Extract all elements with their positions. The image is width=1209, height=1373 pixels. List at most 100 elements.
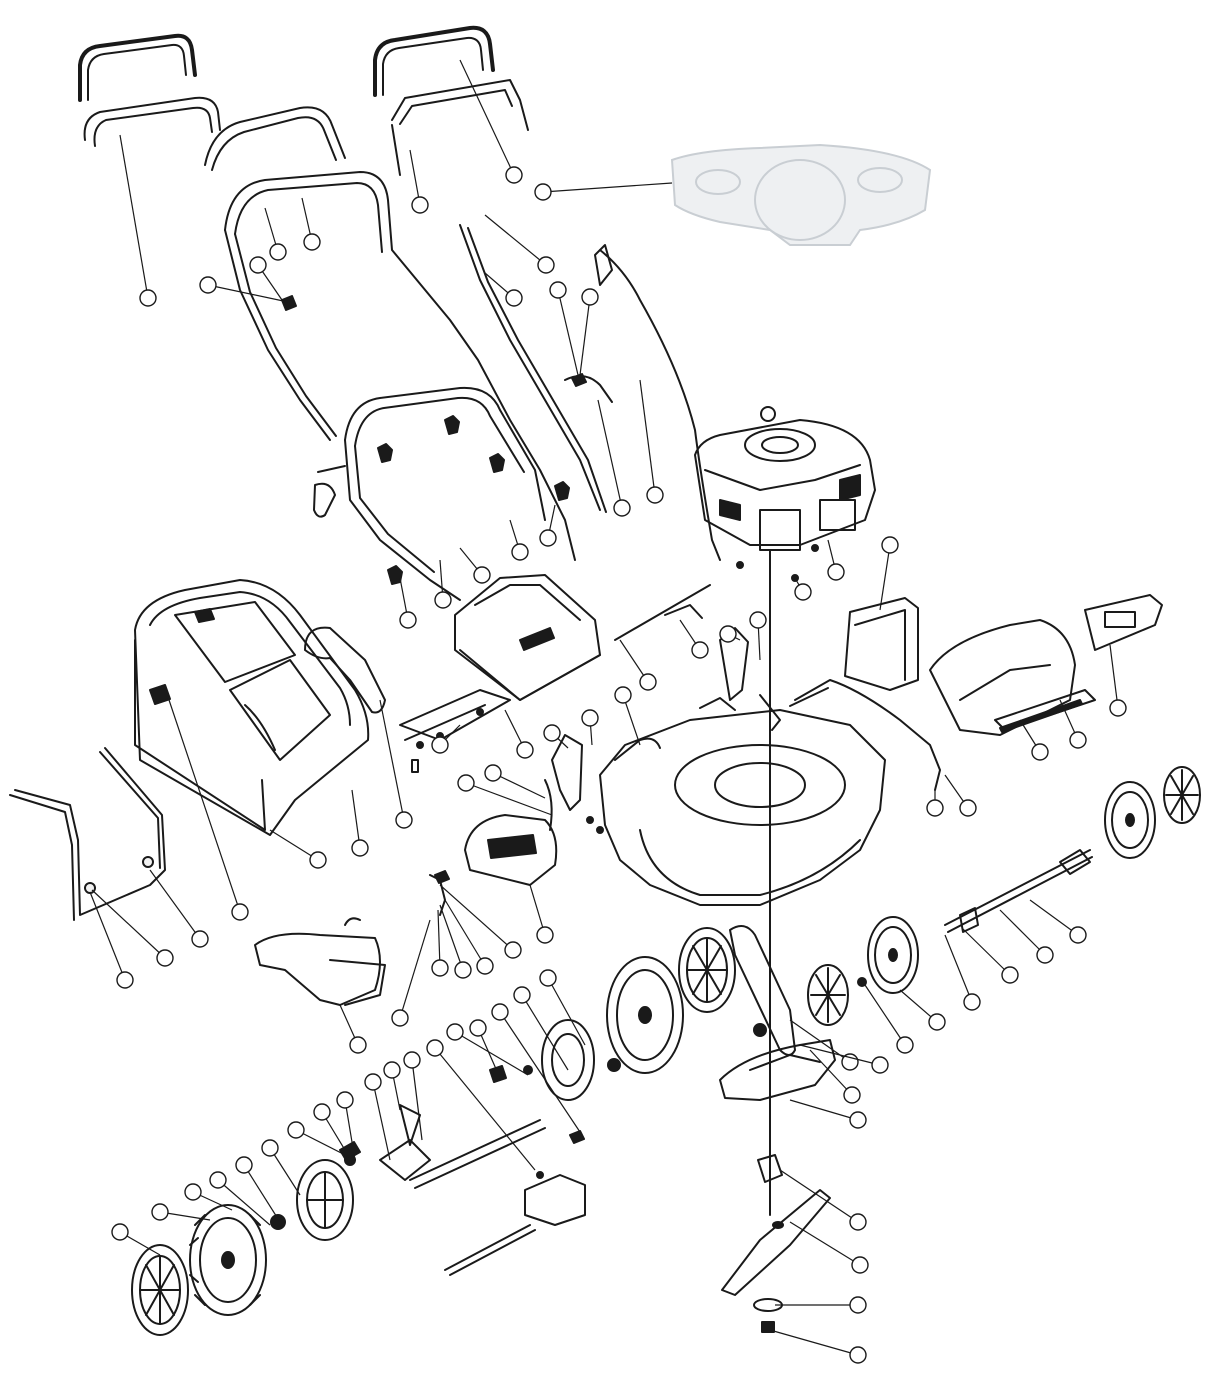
callout-bubble: [549, 281, 567, 299]
callout-leader-line: [372, 1081, 391, 1161]
height-adjust-spring: [429, 779, 553, 916]
height-adjust-lever: [551, 627, 749, 834]
callout-leader-line: [639, 379, 656, 496]
callout-bubble: [881, 536, 899, 554]
callout-leader-line: [864, 984, 906, 1046]
callout-leader-line: [789, 1221, 861, 1266]
callout-bubble: [391, 1009, 409, 1027]
front-hubcap-right: [1163, 766, 1201, 824]
rear-axle: [379, 1104, 546, 1189]
callout-bubble: [403, 1051, 421, 1069]
callout-bubble: [431, 959, 449, 977]
callout-leader-line: [944, 934, 973, 1003]
callout-bubble: [543, 724, 561, 742]
callout-leader-line: [529, 884, 546, 936]
callout-leader-line: [779, 1169, 859, 1223]
callout-leader-line: [439, 884, 514, 951]
callout-bubble: [1001, 966, 1019, 984]
callout-bubble: [849, 1213, 867, 1231]
callout-bubble: [849, 1111, 867, 1129]
callout-bubble: [851, 1256, 869, 1274]
rear-wheel-right: [606, 956, 684, 1074]
callout-bubble: [476, 957, 494, 975]
blade-bolt: [761, 1321, 775, 1333]
callout-leader-line: [434, 1047, 536, 1171]
callout-bubble: [395, 811, 413, 829]
callout-leader-line: [521, 994, 569, 1071]
main-handle-frame: [224, 171, 576, 561]
handle-clip: [281, 295, 346, 518]
callout-bubble: [151, 1203, 169, 1221]
rear-flap: [454, 574, 601, 701]
front-axle: [944, 849, 1093, 933]
cutting-blade: [721, 1189, 831, 1296]
callout-bubble: [349, 1036, 367, 1054]
callout-leader-line: [91, 889, 166, 959]
callout-leader-line: [269, 829, 319, 861]
callout-leader-line: [295, 1129, 356, 1161]
callout-bubble: [505, 166, 523, 184]
gearbox: [444, 1171, 586, 1276]
callout-bubble: [639, 673, 657, 691]
callout-bubble: [516, 741, 534, 759]
callout-bubble: [505, 289, 523, 307]
callout-bubble: [537, 256, 555, 274]
handle-grip-upper-left: [78, 33, 197, 102]
callout-leader-line: [789, 1099, 859, 1121]
callout-bubble: [1036, 946, 1054, 964]
callout-bubble: [871, 1056, 889, 1074]
callout-bubble: [287, 1121, 305, 1139]
callout-bubble: [111, 1223, 129, 1241]
rear-wheel-hub: [296, 1159, 354, 1241]
handle-foam-left: [83, 96, 221, 147]
callout-leader-line: [542, 182, 673, 193]
callout-leader-line: [164, 687, 241, 913]
callout-bubble: [928, 1013, 946, 1031]
callout-leader-line: [622, 694, 641, 746]
bracket-small: [759, 694, 781, 731]
engine-bolts: [736, 544, 819, 582]
callout-bubble: [184, 1183, 202, 1201]
callout-leader-line: [484, 214, 547, 266]
callout-leader-line: [217, 1179, 271, 1226]
callout-bubble: [849, 1346, 867, 1364]
callout-leader-line: [411, 1059, 423, 1141]
callout-bubble: [457, 774, 475, 792]
callout-leader-line: [1109, 644, 1119, 709]
callout-leader-line: [961, 927, 1011, 976]
callout-leader-line: [89, 891, 126, 981]
callout-bubble: [513, 986, 531, 1004]
callout-bubble: [614, 686, 632, 704]
callout-leader-line: [379, 699, 405, 821]
callout-bubble: [749, 611, 767, 629]
callout-bubble: [691, 641, 709, 659]
callout-bubble: [235, 1156, 253, 1174]
callout-bubble: [249, 256, 267, 274]
callout-bubble: [504, 941, 522, 959]
callout-leader-line: [149, 869, 201, 940]
callout-bubble: [963, 993, 981, 1011]
callout-bubble: [1031, 743, 1049, 761]
callout-bubble: [646, 486, 664, 504]
callout-bubble: [843, 1086, 861, 1104]
callout-leader-line: [499, 1011, 581, 1133]
callout-leader-line: [269, 1147, 301, 1196]
callout-bubble: [1069, 731, 1087, 749]
front-hubcap-left: [807, 964, 867, 1026]
engine-stop-lever: [564, 244, 613, 403]
callout-bubble: [581, 288, 599, 306]
callout-bubble: [536, 926, 554, 944]
callout-bubble: [411, 196, 429, 214]
callout-bubbles: [89, 59, 1127, 1364]
callout-bubble: [156, 949, 174, 967]
callout-bubble: [303, 233, 321, 251]
engine: [694, 406, 876, 1216]
callout-bubble: [959, 799, 977, 817]
callout-leader-line: [437, 909, 441, 969]
control-panel-cover: [670, 143, 932, 246]
callout-leader-line: [879, 544, 891, 611]
callout-bubble: [484, 764, 502, 782]
rear-wheel-left: [189, 1204, 267, 1316]
rear-wheel-hub-right: [489, 1019, 621, 1144]
callout-bubble: [469, 1019, 487, 1037]
